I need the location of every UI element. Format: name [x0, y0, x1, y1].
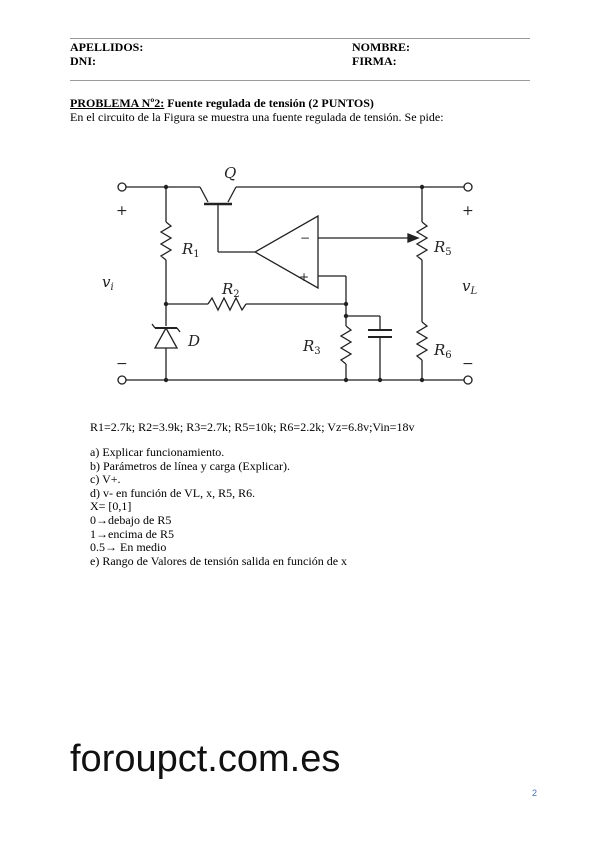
r1-zigzag: [159, 221, 173, 261]
label-r6: R6: [433, 341, 452, 361]
input-plus-terminal: [117, 182, 127, 192]
r3-zigzag: [339, 325, 353, 365]
junction-dots: [163, 184, 425, 383]
list-item: 1→encima de R5: [90, 526, 174, 541]
label-in-minus: −: [116, 356, 128, 372]
list-item: 0.5→ En medio: [90, 540, 167, 555]
label-vi: vi: [102, 273, 114, 293]
question-list: a) Explicar funcionamiento. b) Parámetro…: [90, 445, 348, 568]
dni-label: DNI:: [70, 54, 96, 68]
firma-label: FIRMA:: [352, 54, 397, 68]
problem-title: PROBLEMA Nº2: Fuente regulada de tensión…: [70, 96, 374, 111]
label-vl: vL: [462, 277, 477, 297]
op-amp: [253, 214, 319, 290]
label-r1: R1: [181, 240, 200, 260]
page-number: 2: [532, 788, 538, 798]
regulator-circuit-diagram: Q + + − − − + R1 R2 R3 R5 R6 D vi vL: [102, 164, 477, 385]
r6-zigzag: [415, 321, 429, 361]
problem-intro: En el circuito de la Figura se muestra u…: [70, 110, 444, 124]
top-rule: [70, 38, 530, 39]
list-item: X= [0,1]: [90, 499, 132, 514]
r5-zigzag: [415, 221, 429, 261]
component-values: R1=2.7k; R2=3.9k; R3=2.7k; R5=10k; R6=2.…: [90, 420, 415, 434]
label-r5: R5: [433, 238, 452, 258]
label-d: D: [187, 332, 200, 350]
label-opamp-minus: −: [300, 231, 310, 245]
nombre-label: NOMBRE:: [352, 40, 410, 54]
header-bottom-rule: [70, 80, 530, 81]
transistor-q: [199, 186, 237, 252]
label-r3: R3: [302, 337, 321, 357]
list-item: e) Rango de Valores de tensión salida en…: [90, 553, 348, 568]
apellidos-label: APELLIDOS:: [70, 40, 144, 54]
problem-number: PROBLEMA Nº2:: [70, 96, 165, 110]
list-item: c) V+.: [90, 472, 121, 487]
list-item: 0→debajo de R5: [90, 512, 172, 527]
label-out-plus: +: [462, 203, 474, 219]
zener-diode: [153, 326, 179, 349]
label-r2: R2: [221, 280, 240, 300]
label-opamp-plus: +: [299, 270, 309, 284]
output-plus-terminal: [463, 182, 473, 192]
input-minus-terminal: [117, 375, 127, 385]
problem-subject: Fuente regulada de tensión (2 PUNTOS): [164, 96, 374, 110]
list-item: d) v- en función de VL, x, R5, R6.: [90, 485, 256, 500]
watermark: foroupct.com.es: [70, 738, 341, 780]
output-minus-terminal: [463, 375, 473, 385]
label-out-minus: −: [462, 356, 474, 372]
label-q: Q: [224, 164, 236, 182]
list-item: b) Parámetros de línea y carga (Explicar…: [90, 458, 291, 473]
list-item: a) Explicar funcionamiento.: [90, 445, 225, 459]
label-in-plus: +: [116, 203, 128, 219]
r2-zigzag: [207, 296, 247, 312]
